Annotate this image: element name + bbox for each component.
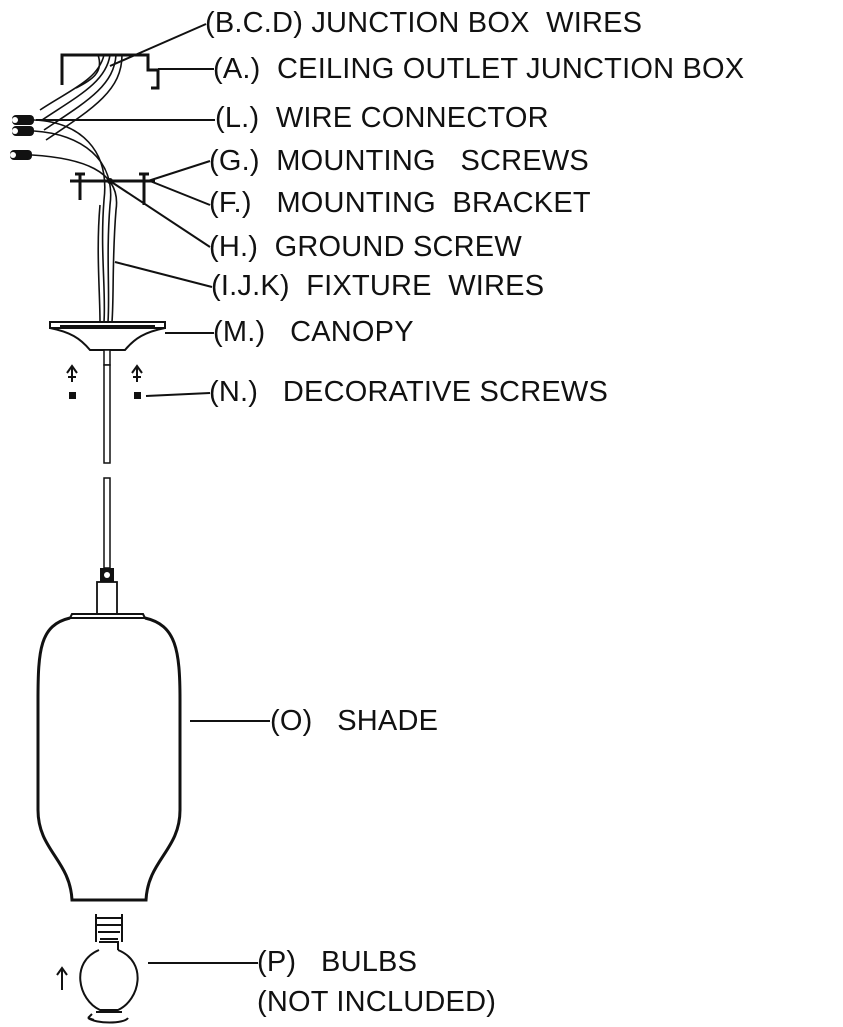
label-bulbs: (P) BULBS <box>257 946 418 978</box>
wire-connector-3 <box>10 150 32 160</box>
label-mounting-screws: (G.) MOUNTING SCREWS <box>209 145 589 177</box>
wire-connector-2 <box>12 126 34 136</box>
label-wire-connector: (L.) WIRE CONNECTOR <box>215 102 549 134</box>
junction-box <box>60 53 160 90</box>
wire-connector-1 <box>12 115 34 125</box>
label-ceiling-outlet-junction-box: (A.) CEILING OUTLET JUNCTION BOX <box>213 53 745 85</box>
bulb-graphic <box>56 914 139 1024</box>
leader-decorative-screws <box>145 392 211 397</box>
leader-lines <box>36 23 270 964</box>
label-decorative-screws: (N.) DECORATIVE SCREWS <box>209 376 609 408</box>
decorative-screws-graphic <box>66 364 143 399</box>
label-shade: (O) SHADE <box>270 705 439 737</box>
leader-junction-box-wires <box>109 23 207 67</box>
leader-ground-screw <box>109 180 211 248</box>
shade-graphic <box>36 613 182 902</box>
leader-fixture-wires <box>114 261 213 288</box>
label-bulbs-note: (NOT INCLUDED) <box>257 986 497 1018</box>
junction-box-wires <box>39 54 123 141</box>
canopy-graphic <box>49 321 166 366</box>
wire-connectors <box>10 115 34 160</box>
fixture-wires-graphic <box>31 119 118 323</box>
label-mounting-bracket: (F.) MOUNTING BRACKET <box>209 187 591 219</box>
leader-mounting-screws <box>147 160 211 182</box>
pendant-rod <box>96 364 118 615</box>
label-junction-box-wires: (B.C.D) JUNCTION BOX WIRES <box>205 7 643 39</box>
label-fixture-wires: (I.J.K) FIXTURE WIRES <box>211 270 545 302</box>
label-canopy: (M.) CANOPY <box>213 316 414 348</box>
label-ground-screw: (H.) GROUND SCREW <box>209 231 522 263</box>
mounting-bracket-graphic <box>70 172 155 205</box>
leader-mounting-bracket <box>149 180 211 206</box>
